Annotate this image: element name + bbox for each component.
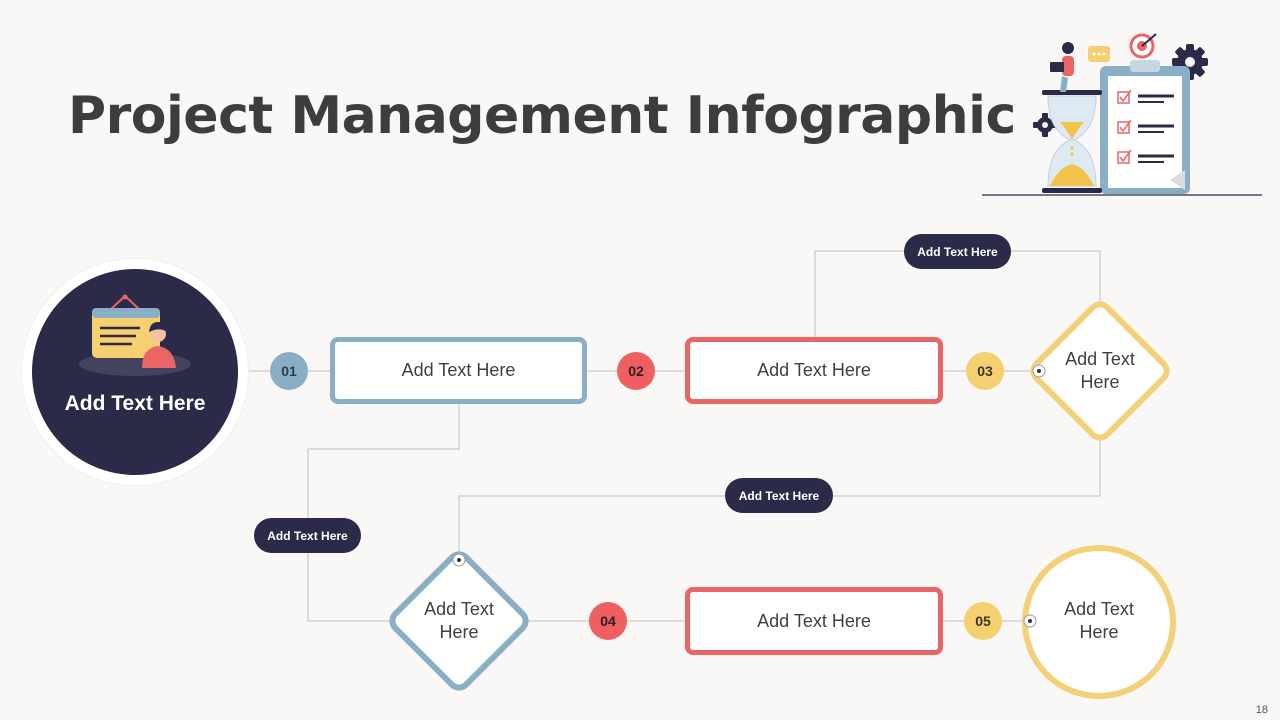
step-1-label: Add Text Here bbox=[402, 360, 516, 381]
step-2-box: Add Text Here bbox=[685, 337, 943, 404]
page-title: Project Management Infographic bbox=[68, 86, 1016, 146]
step-2-label: Add Text Here bbox=[757, 360, 871, 381]
connector-knob bbox=[1023, 614, 1037, 628]
page-number: 18 bbox=[1256, 704, 1268, 716]
final-circle-label: Add Text Here bbox=[1049, 598, 1149, 644]
connector-label-left: Add Text Here bbox=[254, 518, 361, 553]
step-number-badge: 05 bbox=[964, 602, 1002, 640]
target-icon bbox=[1131, 34, 1156, 57]
hub-label: Add Text Here bbox=[32, 391, 238, 416]
step-number-badge: 01 bbox=[270, 352, 308, 390]
step-5-box: Add Text Here bbox=[685, 587, 943, 655]
step-5-label: Add Text Here bbox=[757, 611, 871, 632]
step-3-label: Add Text Here bbox=[1050, 348, 1150, 394]
connector-label-top: Add Text Here bbox=[904, 234, 1011, 269]
calendar-person-icon bbox=[76, 292, 194, 378]
project-checklist-illustration bbox=[980, 30, 1265, 200]
step-4-label: Add Text Here bbox=[409, 598, 509, 644]
step-number-badge: 04 bbox=[589, 602, 627, 640]
step-1-box: Add Text Here bbox=[330, 337, 587, 404]
connector-label-middle: Add Text Here bbox=[725, 478, 833, 513]
step-number-badge: 02 bbox=[617, 352, 655, 390]
step-number-badge: 03 bbox=[966, 352, 1004, 390]
